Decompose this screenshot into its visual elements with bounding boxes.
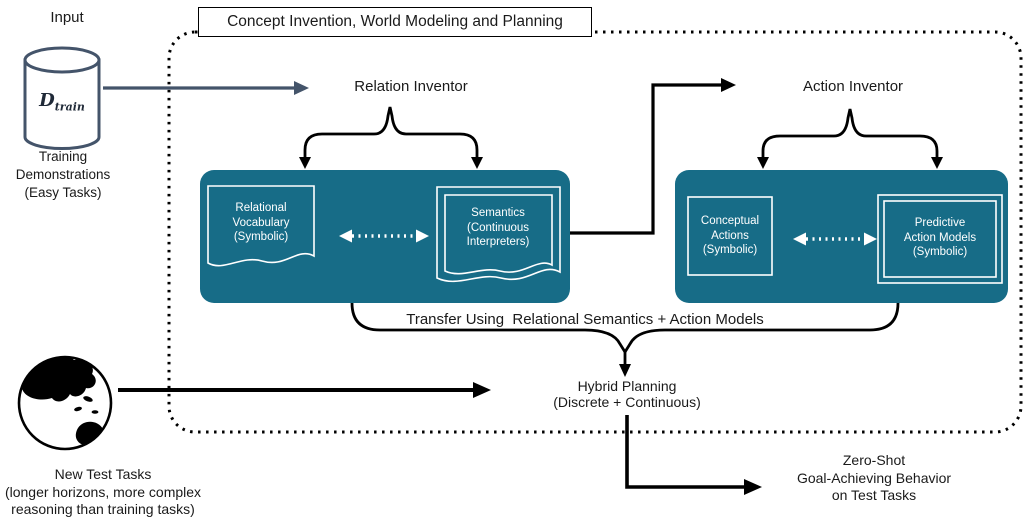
predictive-models-rect-outer-icon	[877, 194, 1003, 284]
bidirectional-dotted-arrow-left	[339, 229, 429, 243]
concept-invention-boundary	[167, 30, 1023, 434]
bidirectional-dotted-arrow-right	[793, 232, 877, 246]
planning-output-arrow	[625, 415, 762, 495]
globe-icon	[17, 355, 113, 451]
semantics-doc-outer-icon	[436, 186, 561, 283]
relation-inventor-label: Relation Inventor	[354, 78, 468, 95]
dataset-symbol: Dtrain	[39, 90, 85, 114]
action-inventor-brace	[757, 108, 943, 169]
relation-inventor-box	[200, 170, 570, 303]
input-arrow	[103, 81, 309, 95]
test-tasks-caption: New Test Tasks (longer horizons, more co…	[4, 466, 202, 517]
semantics-label: Semantics (Continuous Interpreters)	[466, 207, 530, 248]
transfer-brace	[350, 302, 900, 377]
action-inventor-label: Action Inventor	[802, 78, 904, 95]
relation-inventor-brace	[299, 106, 483, 169]
transfer-label: Transfer Using Relational Semantics + Ac…	[406, 311, 764, 328]
training-data-cylinder-icon	[23, 46, 101, 150]
semantics-doc-inner-icon	[444, 194, 553, 275]
action-inventor-box	[675, 170, 1008, 303]
diagram-title: Concept Invention, World Modeling and Pl…	[198, 7, 592, 37]
input-label: Input	[50, 9, 84, 26]
conceptual-actions-rect-icon	[687, 196, 773, 276]
relational-vocabulary-label: Relational Vocabulary (Symbolic)	[232, 202, 290, 243]
relational-vocabulary-doc-icon	[207, 185, 315, 267]
output-label: Zero-Shot Goal-Achieving Behavior on Tes…	[796, 452, 952, 503]
hybrid-planning-label: Hybrid Planning (Discrete + Continuous)	[553, 378, 701, 410]
conceptual-actions-label: Conceptual Actions (Symbolic)	[700, 215, 760, 256]
semantics-to-action-arrow	[570, 78, 736, 235]
input-caption: Training Demonstrations (Easy Tasks)	[15, 149, 111, 200]
test-tasks-arrow	[118, 382, 491, 398]
predictive-action-models-label: Predictive Action Models (Symbolic)	[903, 217, 977, 258]
predictive-models-rect-inner-icon	[883, 200, 997, 278]
